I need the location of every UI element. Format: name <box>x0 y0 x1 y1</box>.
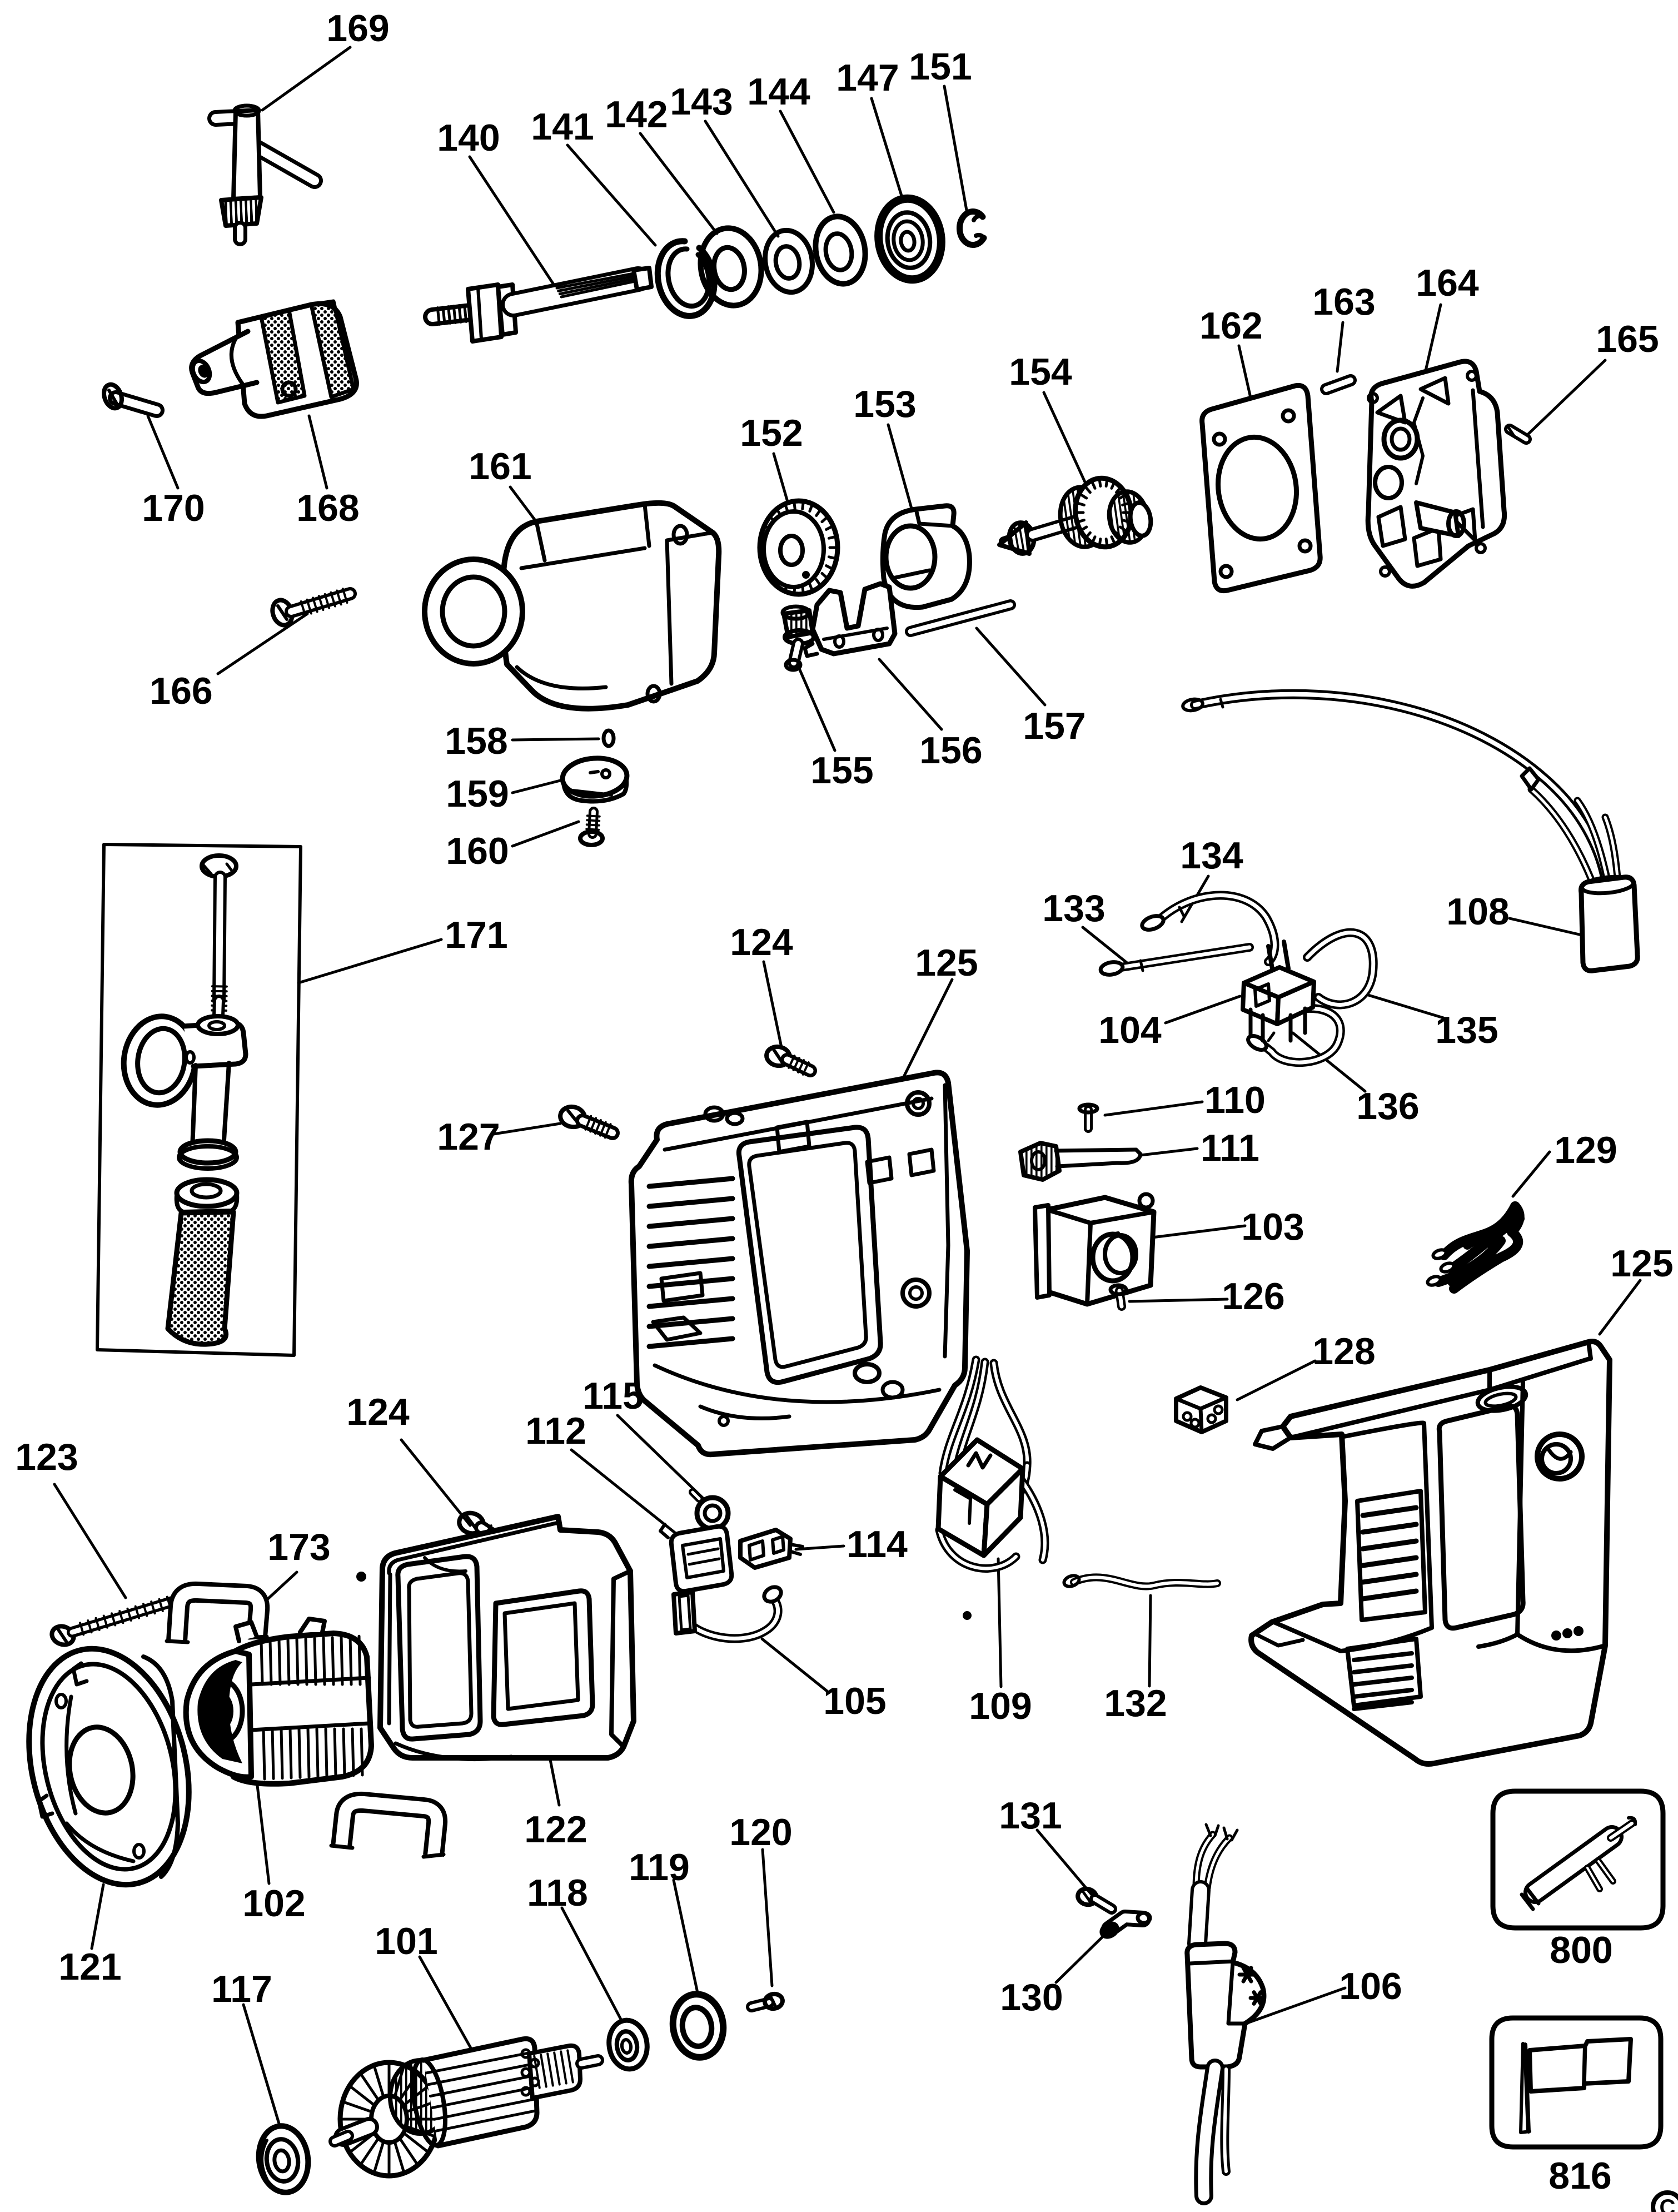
svg-text:105: 105 <box>823 1680 886 1722</box>
svg-text:161: 161 <box>469 445 531 488</box>
svg-text:169: 169 <box>326 7 389 49</box>
svg-text:118: 118 <box>527 1872 588 1914</box>
svg-text:157: 157 <box>1023 705 1086 747</box>
svg-text:134: 134 <box>1180 834 1243 877</box>
svg-text:102: 102 <box>242 1882 305 1925</box>
svg-text:125: 125 <box>915 942 978 984</box>
svg-text:143: 143 <box>670 81 733 123</box>
svg-text:800: 800 <box>1550 1929 1612 1971</box>
svg-text:101: 101 <box>375 1920 437 1962</box>
svg-text:130: 130 <box>1000 1976 1063 2019</box>
svg-text:160: 160 <box>446 830 509 872</box>
svg-text:166: 166 <box>150 670 212 712</box>
svg-text:135: 135 <box>1435 1009 1498 1051</box>
svg-text:158: 158 <box>445 720 507 762</box>
svg-text:141: 141 <box>531 106 594 148</box>
svg-text:111: 111 <box>1201 1127 1259 1169</box>
svg-text:163: 163 <box>1312 281 1375 323</box>
svg-text:165: 165 <box>1596 318 1659 360</box>
svg-text:170: 170 <box>142 487 205 529</box>
svg-text:122: 122 <box>524 1808 587 1851</box>
svg-text:108: 108 <box>1446 891 1509 933</box>
svg-text:126: 126 <box>1222 1275 1284 1318</box>
svg-text:124: 124 <box>346 1391 410 1433</box>
svg-text:115: 115 <box>582 1375 644 1417</box>
svg-text:152: 152 <box>740 412 803 454</box>
svg-text:120: 120 <box>729 1811 792 1853</box>
svg-text:104: 104 <box>1098 1009 1162 1051</box>
svg-text:114: 114 <box>847 1523 908 1565</box>
svg-text:159: 159 <box>446 773 509 815</box>
svg-text:171: 171 <box>445 914 507 956</box>
svg-text:128: 128 <box>1312 1330 1375 1373</box>
svg-text:103: 103 <box>1241 1206 1304 1248</box>
svg-text:106: 106 <box>1339 1965 1402 2007</box>
svg-text:125: 125 <box>1610 1242 1673 1285</box>
svg-text:153: 153 <box>853 383 916 425</box>
svg-text:155: 155 <box>810 749 873 792</box>
svg-text:147: 147 <box>836 57 899 99</box>
svg-text:124: 124 <box>730 921 793 963</box>
svg-text:142: 142 <box>605 93 668 136</box>
svg-text:127: 127 <box>437 1116 500 1158</box>
svg-text:132: 132 <box>1104 1682 1167 1724</box>
svg-text:800: 800 <box>1550 1929 1612 1971</box>
svg-text:119: 119 <box>629 1846 690 1888</box>
svg-text:117: 117 <box>211 1968 272 2010</box>
svg-text:156: 156 <box>919 729 982 772</box>
svg-text:110: 110 <box>1204 1079 1266 1121</box>
svg-text:121: 121 <box>58 1946 121 1988</box>
svg-text:112: 112 <box>525 1410 586 1452</box>
svg-text:151: 151 <box>909 46 972 88</box>
svg-text:C: C <box>1660 2195 1676 2212</box>
svg-text:154: 154 <box>1009 351 1072 393</box>
svg-text:131: 131 <box>999 1795 1062 1837</box>
svg-text:129: 129 <box>1554 1129 1617 1171</box>
svg-text:140: 140 <box>437 117 500 159</box>
svg-text:816: 816 <box>1548 2155 1611 2197</box>
svg-text:173: 173 <box>267 1526 330 1568</box>
svg-text:162: 162 <box>1199 305 1262 347</box>
svg-text:164: 164 <box>1416 262 1479 304</box>
svg-text:144: 144 <box>747 71 810 113</box>
svg-text:133: 133 <box>1042 887 1105 929</box>
svg-text:123: 123 <box>15 1436 78 1478</box>
svg-text:168: 168 <box>296 487 359 529</box>
svg-text:136: 136 <box>1356 1085 1419 1127</box>
svg-text:109: 109 <box>969 1685 1032 1727</box>
